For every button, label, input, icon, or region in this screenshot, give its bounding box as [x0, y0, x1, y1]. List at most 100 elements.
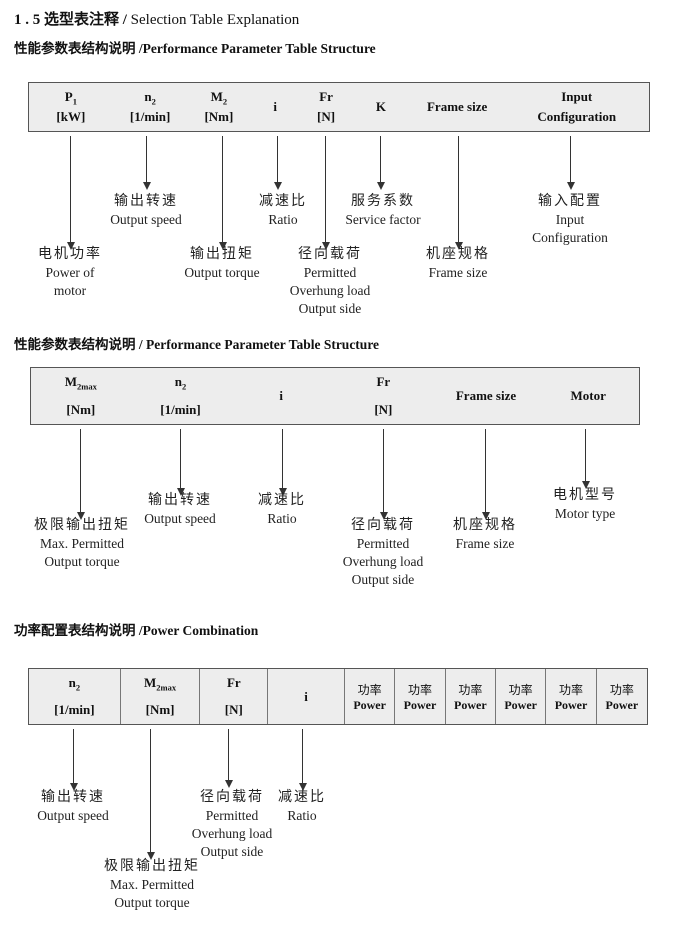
- down-arrow-icon: [176, 429, 185, 496]
- annotation-line: 输出转速: [41, 790, 105, 805]
- column-header-input-configuration: Input Configuration: [537, 89, 617, 124]
- power-combination-table-header: n2 [1/min] M2max [Nm] Fr [N] i 功率 Power …: [28, 668, 648, 725]
- performance-table-1-header: P1 [kW] n2 [1/min] M2 [Nm] i Fr [N] K Fr…: [28, 82, 650, 132]
- down-arrow-icon: [69, 729, 78, 791]
- annotation-line: 输出转速: [114, 194, 178, 209]
- annotation-line: 径向载荷: [350, 518, 415, 533]
- column-header-fr: Fr [N]: [200, 669, 269, 724]
- annotation-line: Output side: [200, 844, 264, 859]
- down-arrow-icon: [224, 729, 233, 788]
- section3-heading: 功率配置表结构说明 /Power Combination: [14, 623, 259, 638]
- annotation-line: Overhung load: [289, 283, 371, 298]
- column-header-power-6: 功率 Power: [605, 682, 639, 712]
- column-header-frame-size: Frame size: [455, 388, 517, 403]
- annotation-line: 输出扭矩: [190, 247, 254, 262]
- down-arrow-icon: [321, 136, 330, 250]
- annotation-output-torque: 输出扭矩 Output torque: [184, 246, 259, 282]
- down-arrow-icon: [566, 136, 575, 190]
- section2-heading: 性能参数表结构说明 / Performance Parameter Table …: [14, 337, 380, 352]
- column-header-power-2: 功率 Power: [395, 669, 446, 724]
- annotation-line: 减速比: [278, 790, 326, 805]
- down-arrow-icon: [142, 136, 151, 190]
- down-arrow-icon: [298, 729, 307, 791]
- column-header-ratio: i: [268, 669, 345, 724]
- annotation-line: Motor type: [554, 506, 616, 521]
- column-header-power-5: 功率 Power: [546, 669, 597, 724]
- down-arrow-icon: [66, 136, 75, 250]
- annotation-line: 极限输出扭矩: [104, 859, 200, 874]
- annotation-output-speed: 输出转速 Output speed: [37, 789, 109, 825]
- column-header-fr: Fr [N]: [317, 89, 336, 124]
- annotation-line: 径向载荷: [297, 247, 362, 262]
- annotation-line: 输出转速: [148, 493, 212, 508]
- performance-table-2-header: M2max [Nm] n2 [1/min] i Fr [N] Frame siz…: [30, 367, 640, 425]
- column-header-power-4: 功率 Power: [496, 669, 547, 724]
- annotation-ratio: 减速比 Ratio: [258, 492, 306, 528]
- down-arrow-icon: [581, 429, 590, 489]
- down-arrow-icon: [218, 136, 227, 250]
- column-header-n2: n2 [1/min]: [160, 374, 201, 417]
- column-header-motor: Motor: [570, 388, 606, 403]
- annotation-line: Output speed: [37, 808, 109, 823]
- annotation-motor-type: 电机型号 Motor type: [553, 487, 617, 523]
- annotation-line: 径向载荷: [199, 790, 264, 805]
- annotation-line: Overhung load: [191, 826, 273, 841]
- annotation-line: Output speed: [110, 212, 182, 227]
- annotation-line: Output torque: [114, 895, 190, 910]
- annotation-line: 服务系数: [351, 194, 415, 209]
- annotation-line: Output torque: [184, 265, 260, 280]
- annotation-line: Permitted: [205, 808, 259, 823]
- page-title: 1 . 5 选型表注释 / Selection Table Explanatio…: [14, 8, 299, 29]
- column-header-ratio: i: [279, 388, 283, 403]
- annotation-line: Max. Permitted: [110, 877, 194, 892]
- annotation-line: Frame size: [455, 536, 515, 551]
- annotation-line: Ratio: [268, 212, 298, 227]
- annotation-line: Max. Permitted: [40, 536, 124, 551]
- column-header-ratio: i: [273, 99, 278, 114]
- annotation-line: Output side: [298, 301, 362, 316]
- down-arrow-icon: [273, 136, 282, 190]
- annotation-line: 极限输出扭矩: [34, 518, 130, 533]
- annotation-line: 减速比: [259, 194, 307, 209]
- column-header-m2max: M2max [Nm]: [64, 374, 97, 417]
- annotation-line: 电机型号: [553, 488, 617, 503]
- annotation-service-factor: 服务系数 Service factor: [345, 193, 420, 229]
- annotation-line: Input: [555, 212, 585, 227]
- section1-heading: 性能参数表结构说明 /Performance Parameter Table S…: [14, 41, 376, 56]
- annotation-line: 减速比: [258, 493, 306, 508]
- annotation-line: 电机功率: [38, 247, 102, 262]
- annotation-line: Configuration: [532, 230, 608, 245]
- column-header-n2: n2 [1/min]: [129, 89, 171, 124]
- down-arrow-icon: [454, 136, 463, 250]
- column-header-k: K: [375, 99, 386, 114]
- annotation-ratio: 减速比 Ratio: [259, 193, 307, 229]
- annotation-frame-size: 机座规格 Frame size: [426, 246, 490, 282]
- down-arrow-icon: [376, 136, 385, 190]
- column-header-p1: P1 [kW]: [56, 89, 86, 124]
- down-arrow-icon: [481, 429, 490, 520]
- annotation-line: Frame size: [428, 265, 488, 280]
- column-header-fr: Fr [N]: [374, 374, 393, 417]
- annotation-line: 机座规格: [453, 518, 517, 533]
- column-header-power-1: 功率 Power: [345, 669, 396, 724]
- annotation-line: Permitted: [356, 536, 410, 551]
- annotation-line: Ratio: [267, 511, 297, 526]
- down-arrow-icon: [379, 429, 388, 520]
- annotation-line: Service factor: [345, 212, 421, 227]
- down-arrow-icon: [146, 729, 155, 860]
- column-header-frame-size: Frame size: [426, 99, 488, 114]
- annotation-line: 机座规格: [426, 247, 490, 262]
- column-header-m2max: M2max [Nm]: [121, 669, 201, 724]
- annotation-line: 输入配置: [538, 194, 602, 209]
- down-arrow-icon: [76, 429, 85, 520]
- annotation-line: Overhung load: [342, 554, 424, 569]
- page-title-zh: 1 . 5 选型表注释 /: [14, 12, 131, 28]
